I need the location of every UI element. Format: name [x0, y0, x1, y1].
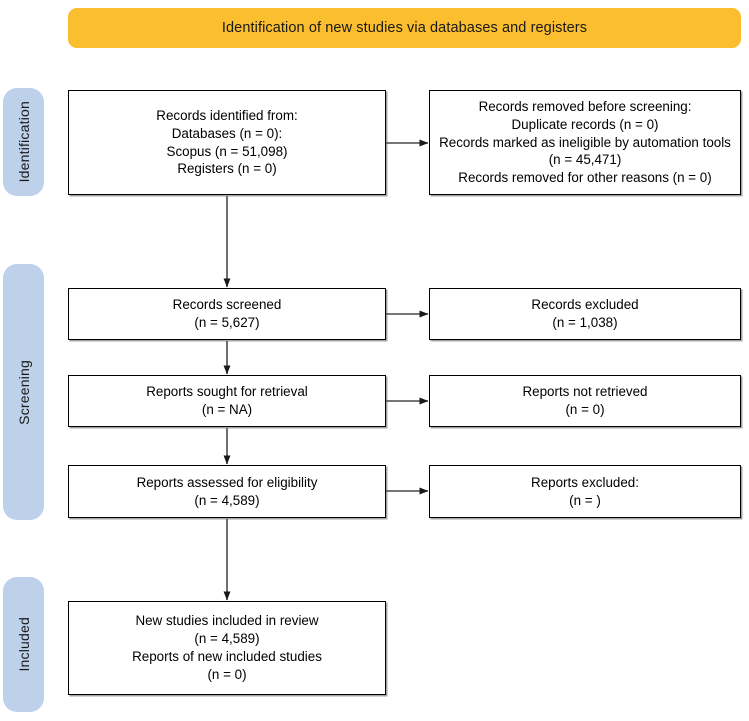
diagram-banner: Identification of new studies via databa…: [68, 8, 741, 48]
stage-pill-identification: Identification: [3, 88, 44, 196]
diagram-banner-label: Identification of new studies via databa…: [221, 19, 588, 36]
box-reports-assessed-for-eligibility: Reports assessed for eligibility (n = 4,…: [68, 465, 386, 518]
box-reports-excluded: Reports excluded: (n = ): [429, 465, 741, 518]
stage-label-identification: Identification: [15, 101, 32, 183]
box-reports-not-retrieved: Reports not retrieved (n = 0): [429, 375, 741, 427]
box-records-removed-text: Records removed before screening: Duplic…: [439, 98, 731, 186]
stage-label-screening: Screening: [15, 359, 32, 425]
box-records-excluded: Records excluded (n = 1,038): [429, 288, 741, 340]
box-records-screened: Records screened (n = 5,627): [68, 288, 386, 340]
stage-pill-included: Included: [3, 577, 44, 712]
box-reports-excluded-text: Reports excluded: (n = ): [531, 474, 639, 508]
box-reports-assessed-text: Reports assessed for eligibility (n = 4,…: [136, 474, 318, 508]
box-reports-sought-for-retrieval: Reports sought for retrieval (n = NA): [68, 375, 386, 427]
box-records-identified: Records identified from: Databases (n = …: [68, 90, 386, 195]
box-new-studies-included: New studies included in review (n = 4,58…: [68, 601, 386, 695]
box-records-excluded-text: Records excluded (n = 1,038): [531, 297, 639, 330]
stage-label-included: Included: [15, 617, 32, 672]
stage-pill-screening: Screening: [3, 264, 44, 520]
box-records-identified-text: Records identified from: Databases (n = …: [156, 107, 298, 177]
box-records-removed-before-screening: Records removed before screening: Duplic…: [429, 90, 741, 195]
box-new-studies-included-text: New studies included in review (n = 4,58…: [132, 613, 322, 682]
box-reports-not-retrieved-text: Reports not retrieved (n = 0): [522, 384, 648, 417]
box-reports-sought-text: Reports sought for retrieval (n = NA): [146, 384, 308, 417]
box-records-screened-text: Records screened (n = 5,627): [172, 297, 282, 330]
